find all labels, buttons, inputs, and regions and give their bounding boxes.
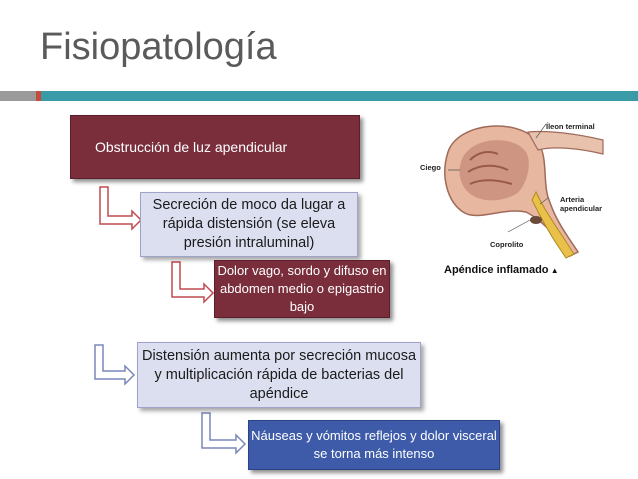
step-obstruction: Obstrucción de luz apendicular xyxy=(70,115,360,179)
mucosa-folds xyxy=(467,151,513,185)
label-coprolito: Coprolito xyxy=(490,240,524,249)
step-mucus-secretion-text: Secreción de moco da lugar a rápida dist… xyxy=(152,197,346,251)
connector-arrow-1 xyxy=(99,186,143,231)
slide-title: Fisiopatología xyxy=(40,26,277,68)
coprolith-shape xyxy=(530,216,542,224)
connector-arrow-3 xyxy=(94,344,136,386)
caption-text: Apéndice inflamado xyxy=(444,264,549,276)
pointer-lines xyxy=(448,123,549,233)
title-rule-red xyxy=(36,91,41,101)
label-ileon-terminal: Íleon terminal xyxy=(546,122,595,131)
step-mucus-secretion: Secreción de moco da lugar a rápida dist… xyxy=(140,192,358,257)
step-obstruction-text: Obstrucción de luz apendicular xyxy=(95,139,288,155)
step-distension-text: Distensión aumenta por secreción mucosa … xyxy=(141,347,417,402)
step-vague-pain-text: Dolor vago, sordo y difuso en abdomen me… xyxy=(217,263,387,314)
caption-marker: ▲ xyxy=(548,266,559,275)
label-ciego: Ciego xyxy=(420,163,441,172)
label-arteria-apendicular: Arteria apendicular xyxy=(560,195,603,213)
connector-arrow-2 xyxy=(171,261,215,304)
step-distension: Distensión aumenta por secreción mucosa … xyxy=(137,342,421,408)
step-nausea: Náuseas y vómitos reflejos y dolor visce… xyxy=(248,420,500,470)
step-vague-pain: Dolor vago, sordo y difuso en abdomen me… xyxy=(214,260,390,318)
appendix-shape xyxy=(531,190,575,259)
step-nausea-text: Náuseas y vómitos reflejos y dolor visce… xyxy=(251,428,497,461)
inflamed-appendix-illustration xyxy=(408,112,608,282)
title-rule-teal xyxy=(41,91,638,101)
connector-arrow-4 xyxy=(201,412,247,455)
ileum-shape xyxy=(527,130,604,155)
illustration-caption: Apéndice inflamado ▲ xyxy=(444,264,559,276)
title-rule-gray xyxy=(0,91,36,101)
